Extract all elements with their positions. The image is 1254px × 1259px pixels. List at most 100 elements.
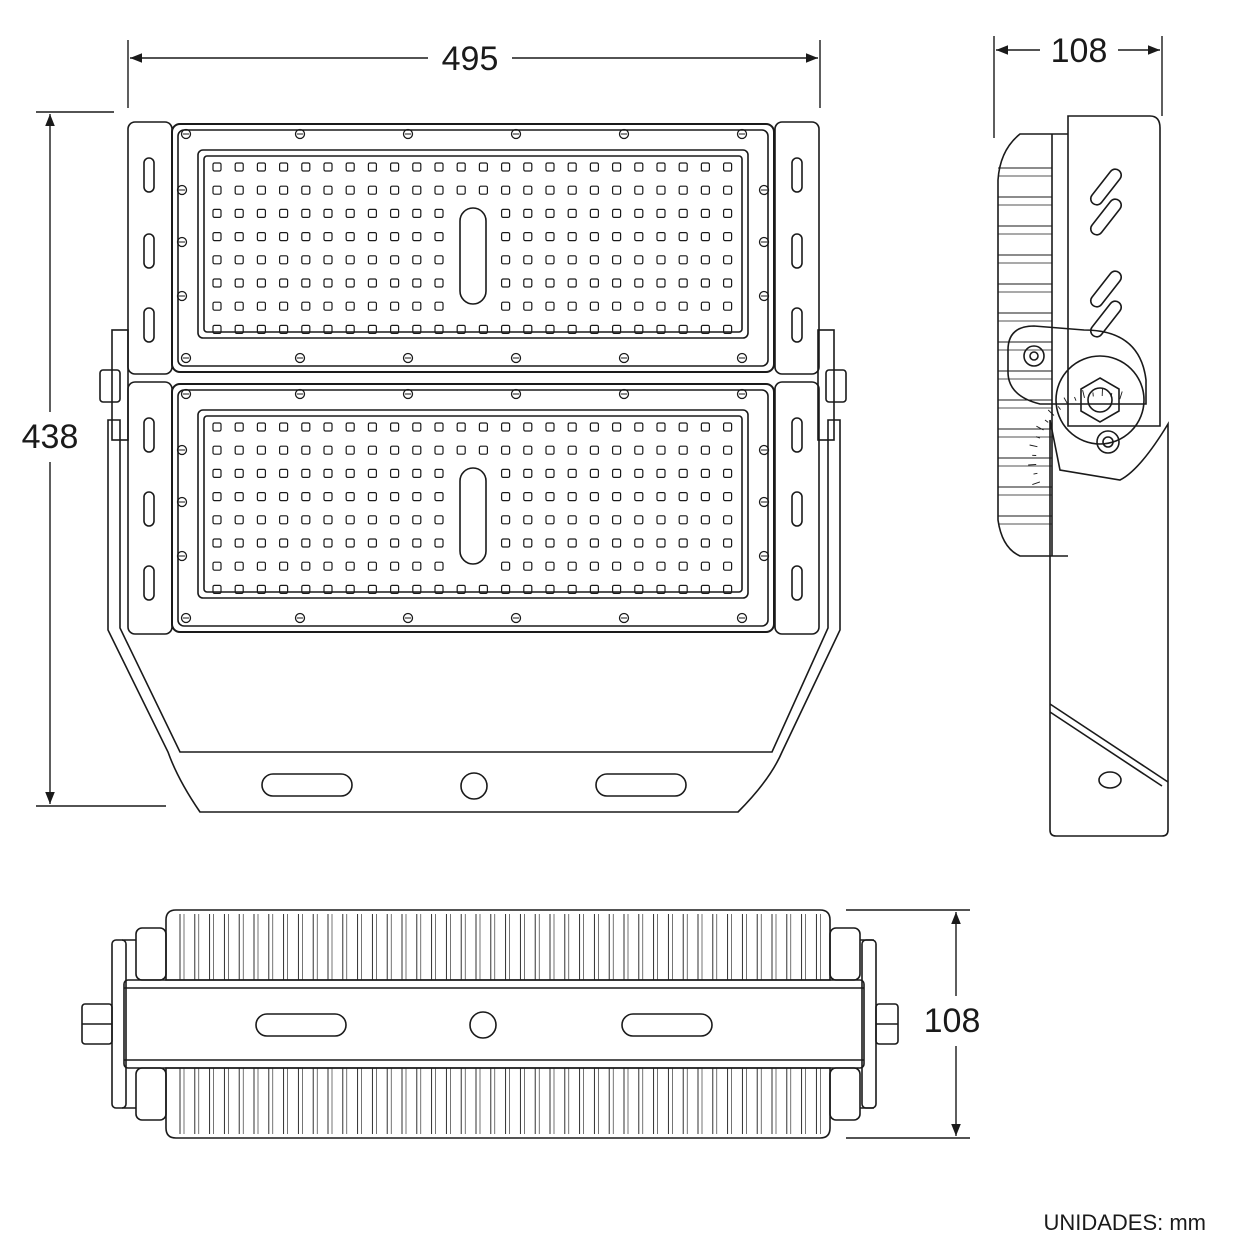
- led: [368, 539, 376, 547]
- led: [280, 423, 288, 431]
- led: [213, 209, 221, 217]
- led: [479, 163, 487, 171]
- led: [502, 163, 510, 171]
- led: [302, 279, 310, 287]
- scale-tick: [1034, 473, 1038, 474]
- led: [324, 539, 332, 547]
- led: [413, 493, 421, 501]
- led: [213, 446, 221, 454]
- led: [280, 493, 288, 501]
- led: [235, 279, 243, 287]
- led: [257, 493, 265, 501]
- bottom-heatsink-top: [166, 910, 830, 980]
- led: [346, 256, 354, 264]
- led: [635, 302, 643, 310]
- led: [568, 163, 576, 171]
- led: [635, 209, 643, 217]
- led: [302, 493, 310, 501]
- led: [213, 186, 221, 194]
- led: [235, 163, 243, 171]
- led: [568, 539, 576, 547]
- led: [724, 446, 732, 454]
- led: [257, 539, 265, 547]
- led: [613, 163, 621, 171]
- screw: [178, 238, 187, 247]
- screw: [178, 186, 187, 195]
- led: [413, 469, 421, 477]
- screw: [178, 292, 187, 301]
- led: [391, 256, 399, 264]
- led: [701, 256, 709, 264]
- led: [568, 516, 576, 524]
- led: [435, 493, 443, 501]
- led: [724, 163, 732, 171]
- screw: [738, 130, 747, 139]
- led: [235, 562, 243, 570]
- led: [324, 493, 332, 501]
- led: [502, 516, 510, 524]
- led: [524, 302, 532, 310]
- led: [280, 446, 288, 454]
- led: [435, 302, 443, 310]
- bottom-bolt-left: [82, 1004, 112, 1044]
- led: [346, 516, 354, 524]
- led: [479, 186, 487, 194]
- led: [435, 516, 443, 524]
- led: [502, 256, 510, 264]
- led: [679, 539, 687, 547]
- led: [546, 423, 554, 431]
- led: [679, 256, 687, 264]
- scale-tick: [1045, 420, 1048, 422]
- scale-tick: [1032, 482, 1040, 485]
- led: [701, 562, 709, 570]
- led: [502, 562, 510, 570]
- led: [324, 163, 332, 171]
- led: [368, 493, 376, 501]
- led: [213, 539, 221, 547]
- end-cap-right-top: [775, 122, 819, 374]
- led: [368, 233, 376, 241]
- led: [657, 562, 665, 570]
- led: [457, 423, 465, 431]
- led: [502, 539, 510, 547]
- led: [613, 516, 621, 524]
- bottom-bracket-bar: [124, 980, 864, 1068]
- led: [391, 493, 399, 501]
- led: [346, 446, 354, 454]
- led: [701, 423, 709, 431]
- led: [346, 279, 354, 287]
- led-grid-bottom: [213, 423, 732, 593]
- led: [502, 446, 510, 454]
- led: [302, 233, 310, 241]
- front-pivot-bolt-right: [818, 330, 846, 440]
- scale-tick: [1028, 465, 1036, 466]
- led: [302, 562, 310, 570]
- led: [235, 446, 243, 454]
- led: [368, 279, 376, 287]
- led: [391, 469, 399, 477]
- led: [590, 233, 598, 241]
- led: [235, 469, 243, 477]
- led: [435, 209, 443, 217]
- led: [724, 469, 732, 477]
- led: [413, 446, 421, 454]
- led: [524, 516, 532, 524]
- led: [302, 256, 310, 264]
- led: [302, 516, 310, 524]
- led: [679, 562, 687, 570]
- bottom-heatsink-bottom: [166, 1068, 830, 1138]
- led: [679, 516, 687, 524]
- led: [657, 209, 665, 217]
- led: [701, 539, 709, 547]
- led: [657, 493, 665, 501]
- led: [391, 186, 399, 194]
- led: [457, 186, 465, 194]
- front-view: [100, 122, 846, 812]
- screw: [738, 354, 747, 363]
- end-cap-left-top: [128, 122, 172, 374]
- led: [391, 302, 399, 310]
- led: [590, 279, 598, 287]
- led: [524, 209, 532, 217]
- led: [679, 493, 687, 501]
- led: [590, 469, 598, 477]
